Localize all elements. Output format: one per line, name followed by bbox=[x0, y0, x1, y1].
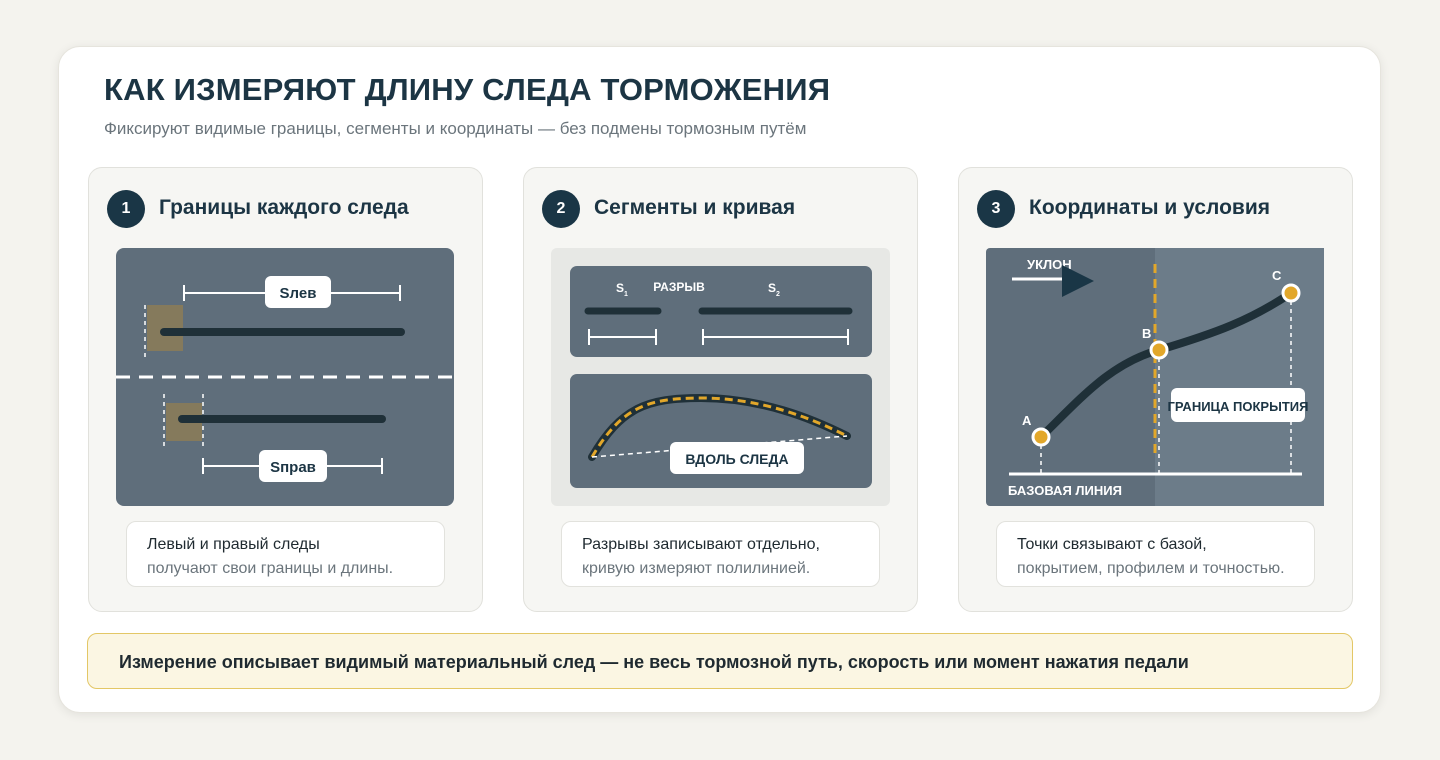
left-length-label-box bbox=[265, 276, 331, 308]
caption-boundaries-line2: получают свои границы и длины. bbox=[147, 560, 394, 577]
baseline-label: БАЗОВАЯ ЛИНИЯ bbox=[1008, 483, 1122, 498]
caption-coordinates: Точки связывают с базой, покрытием, проф… bbox=[996, 521, 1315, 587]
point-b-marker bbox=[1149, 340, 1169, 360]
caption-segments-line1: Разрывы записывают отдельно, bbox=[582, 536, 820, 553]
point-c-marker bbox=[1281, 283, 1301, 303]
right-length-label-box bbox=[259, 450, 327, 482]
segment-s2-label: S2 bbox=[768, 281, 780, 298]
surface-zone-2 bbox=[1155, 248, 1324, 506]
along-trace-label: ВДОЛЬ СЛЕДА bbox=[685, 451, 788, 467]
footer-note: Измерение описывает видимый материальный… bbox=[87, 633, 1353, 689]
right-length-label: Sправ bbox=[270, 459, 316, 476]
segments-diagram: S1 РАЗРЫВ S2 ВДОЛЬ СЛЕДА bbox=[551, 248, 890, 506]
caption-boundaries: Левый и правый следы получают свои грани… bbox=[126, 521, 445, 587]
boundaries-diagram: Sлев Sправ bbox=[116, 248, 454, 506]
segment-s1-subscript: 1 bbox=[624, 291, 628, 298]
panel-title-boundaries: Границы каждого следа bbox=[159, 196, 409, 219]
along-trace-label-box bbox=[670, 442, 804, 474]
segment-s2-subscript: 2 bbox=[776, 291, 780, 298]
point-c-label: C bbox=[1272, 268, 1282, 283]
step-badge-1: 1 bbox=[107, 190, 145, 228]
panel-title-segments: Сегменты и кривая bbox=[594, 196, 796, 219]
point-a-label: A bbox=[1022, 413, 1032, 428]
caption-coordinates-line2: покрытием, профилем и точностью. bbox=[1017, 560, 1285, 577]
panel-boundaries: 1 Границы каждого следа Sлев Sправ Левый… bbox=[88, 167, 483, 612]
caption-segments: Разрывы записывают отдельно, кривую изме… bbox=[561, 521, 880, 587]
slope-label: УКЛОН bbox=[1027, 257, 1072, 272]
segment-s1-letter: S bbox=[616, 281, 624, 295]
surface-boundary-label-box bbox=[1171, 388, 1305, 422]
caption-boundaries-line1: Левый и правый следы bbox=[147, 536, 320, 553]
page-subtitle: Фиксируют видимые границы, сегменты и ко… bbox=[104, 119, 807, 138]
caption-coordinates-line1: Точки связывают с базой, bbox=[1017, 536, 1207, 553]
segment-s2-letter: S bbox=[768, 281, 776, 295]
step-badge-2: 2 bbox=[542, 190, 580, 228]
segment-s1-label: S1 bbox=[616, 281, 628, 298]
panel-coordinates: 3 Координаты и условия УКЛОН БАЗОВАЯ ЛИН… bbox=[958, 167, 1353, 612]
point-b-label: B bbox=[1142, 326, 1151, 341]
step-badge-3: 3 bbox=[977, 190, 1015, 228]
slope-arrow-head bbox=[1062, 265, 1094, 297]
panel-segments: 2 Сегменты и кривая S1 РАЗРЫВ S2 ВДОЛЬ С… bbox=[523, 167, 918, 612]
coordinates-diagram: УКЛОН БАЗОВАЯ ЛИНИЯ A B C ГРАНИЦА ПОКРЫТ… bbox=[986, 248, 1324, 506]
caption-segments-line2: кривую измеряют полилинией. bbox=[582, 560, 811, 577]
curve-polyline-measure bbox=[590, 396, 848, 458]
panel-title-coordinates: Координаты и условия bbox=[1029, 196, 1270, 219]
left-length-label: Sлев bbox=[280, 285, 317, 302]
point-a-marker bbox=[1031, 427, 1051, 447]
page-title: КАК ИЗМЕРЯЮТ ДЛИНУ СЛЕДА ТОРМОЖЕНИЯ bbox=[104, 72, 831, 107]
surface-boundary-label: ГРАНИЦА ПОКРЫТИЯ bbox=[1168, 399, 1309, 414]
gap-label: РАЗРЫВ bbox=[653, 280, 705, 294]
